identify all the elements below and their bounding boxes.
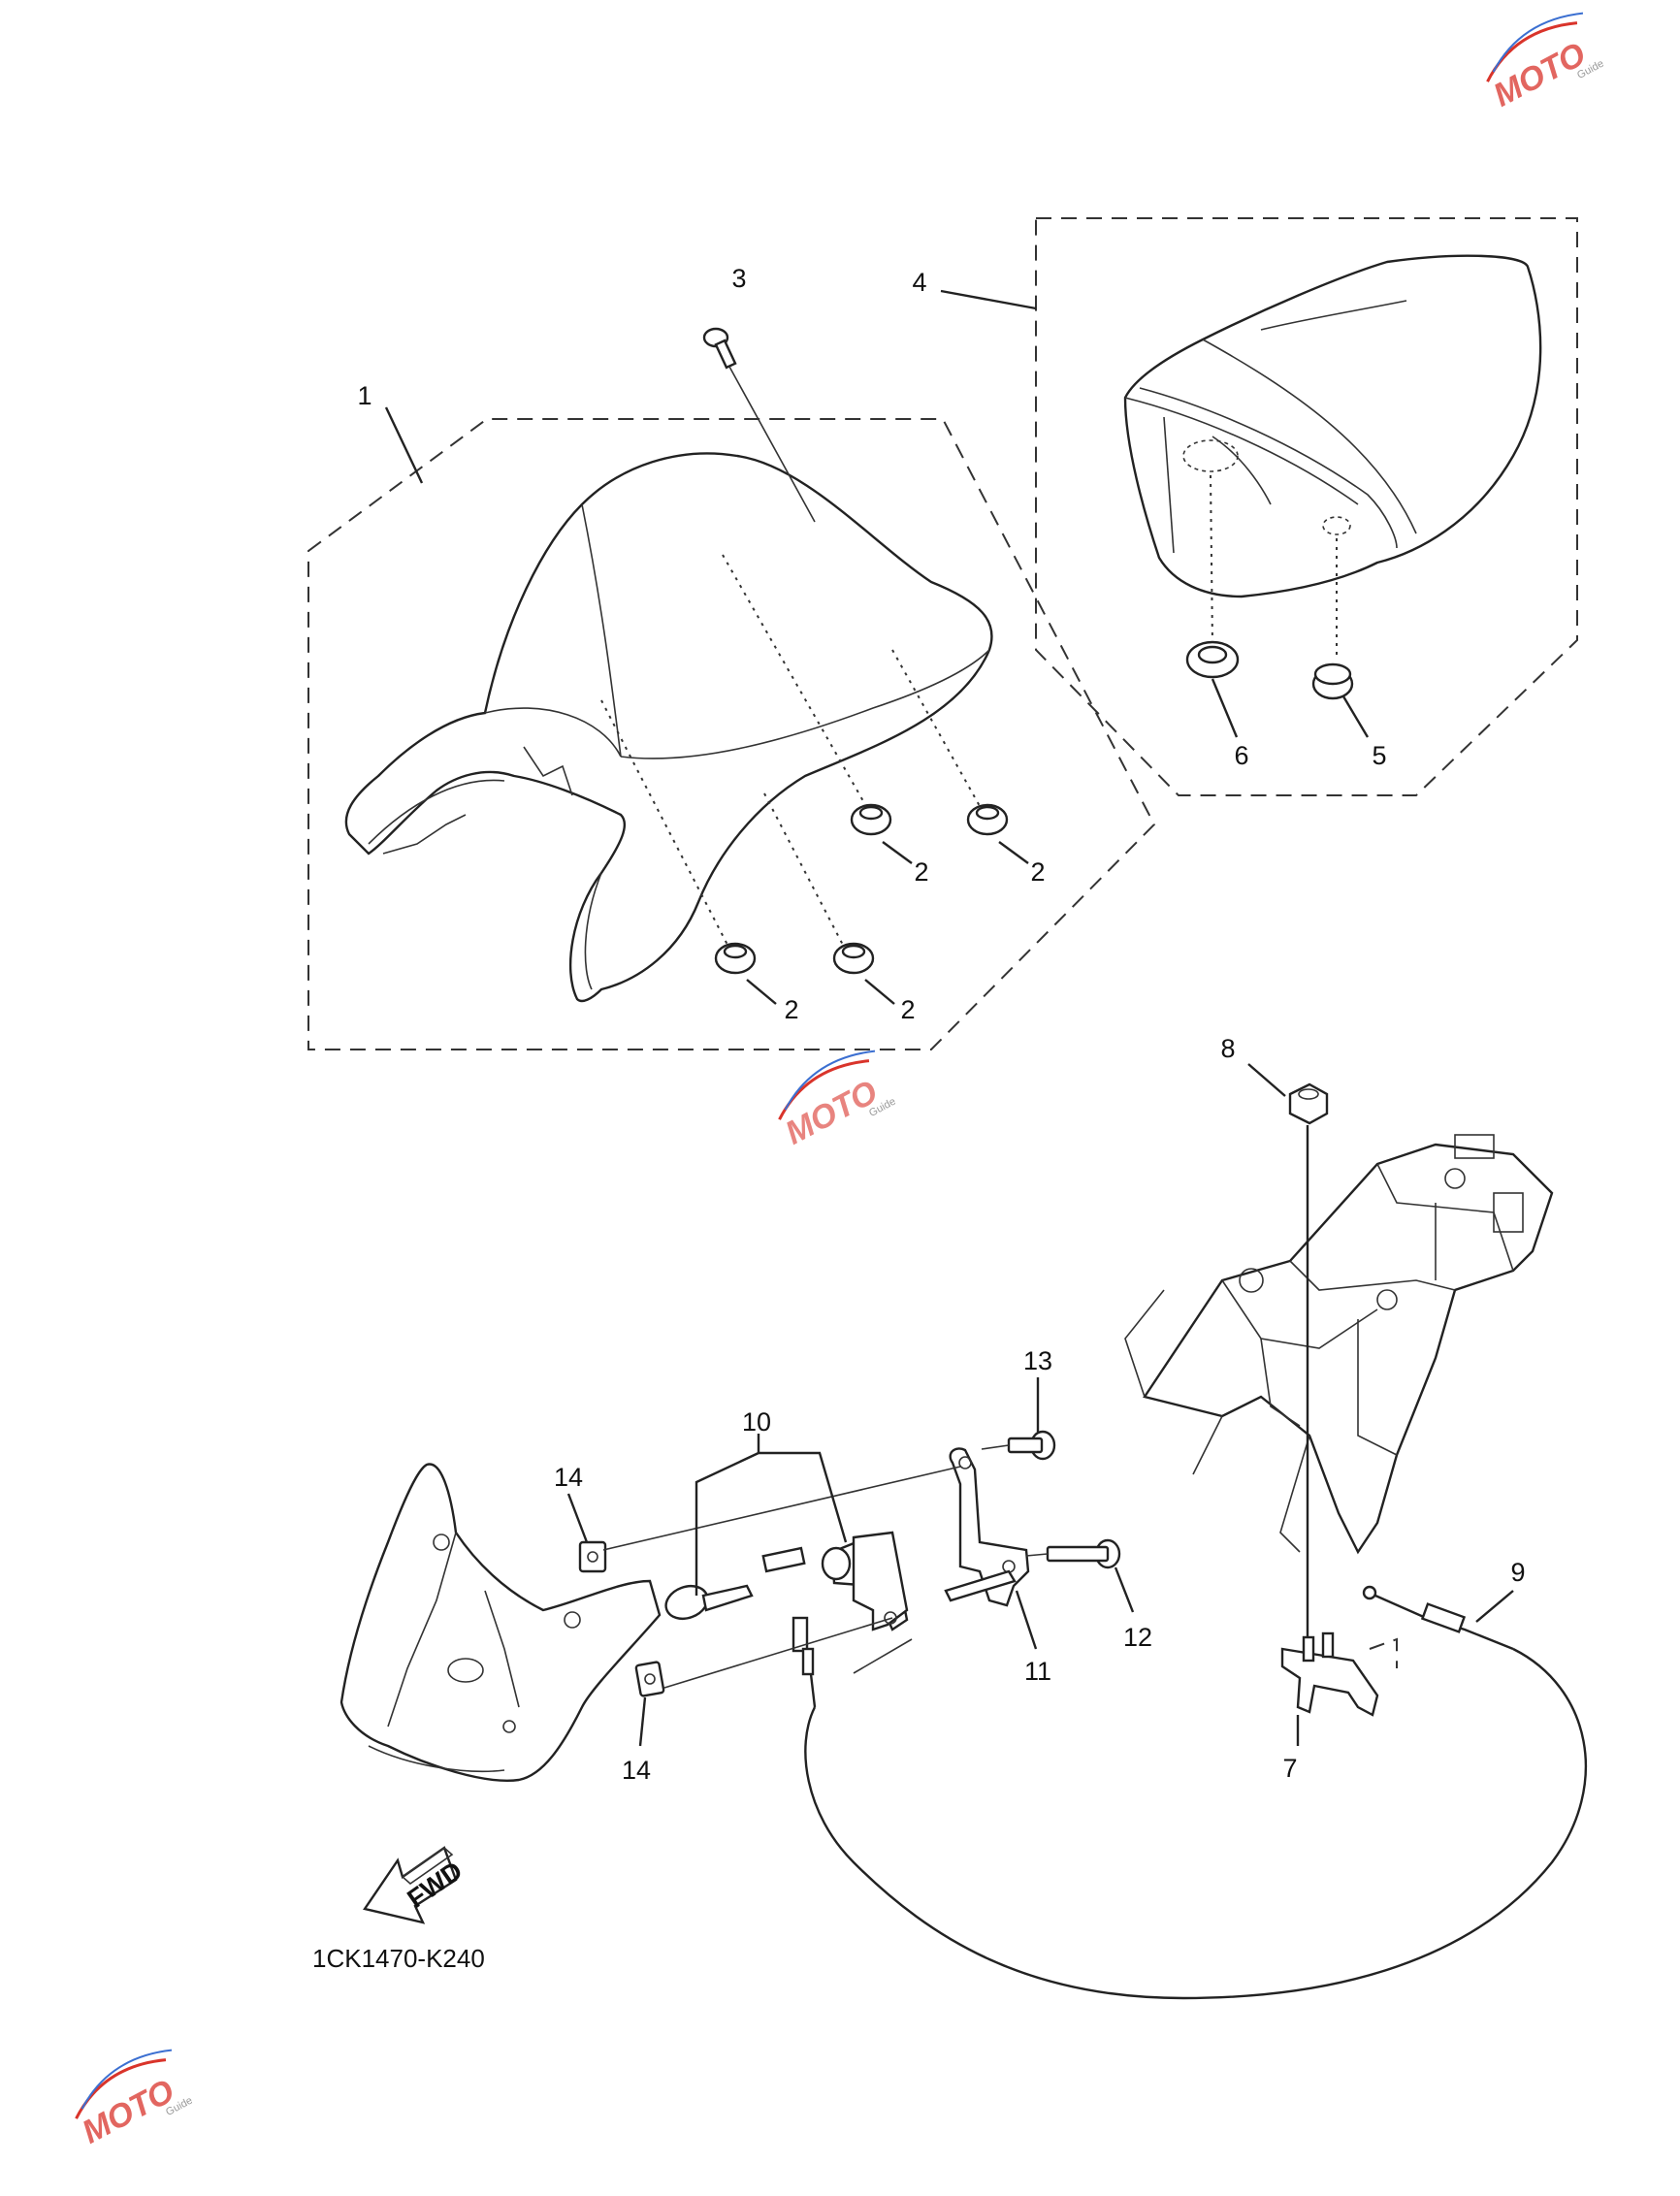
fwd-arrow-icon: FWD	[363, 1846, 468, 1924]
callout-number: 2	[900, 995, 915, 1024]
fitting-line	[602, 1466, 961, 1551]
watermark-logo: MOTO Guide	[75, 2049, 195, 2151]
bracket-part-7	[1280, 1631, 1398, 1717]
bolt-part-12	[1046, 1538, 1121, 1569]
leader-line	[638, 1696, 647, 1747]
leader-line	[1015, 1590, 1038, 1650]
damper-part-5	[1311, 662, 1354, 700]
passenger-seat	[1123, 254, 1542, 598]
cable-end	[792, 1616, 817, 1708]
callout-number: 9	[1510, 1558, 1525, 1587]
callout-number: 14	[622, 1756, 651, 1785]
key-part-10	[664, 1584, 754, 1621]
passenger-seat-boundary	[1035, 217, 1578, 796]
svg-text:MOTO: MOTO	[780, 1074, 884, 1152]
leader-line	[695, 1451, 848, 1596]
fitting-line	[663, 1617, 893, 1689]
svg-text:MOTO: MOTO	[1488, 36, 1592, 114]
watermark-logo: MOTO Guide	[1486, 12, 1606, 114]
callout-number: 14	[554, 1463, 583, 1492]
drawing-code: 1CK1470-K240	[312, 1944, 485, 1973]
seat-cover-panel	[339, 1463, 662, 1782]
lock-bracket	[852, 1531, 909, 1631]
fitting-line	[600, 699, 730, 950]
leader-line	[882, 841, 913, 864]
nut-part-8	[1288, 1082, 1329, 1125]
fitting-line	[1025, 1553, 1049, 1557]
leader-line	[746, 979, 777, 1005]
callout-number: 11	[1024, 1657, 1051, 1686]
damper-part-6	[1185, 640, 1240, 679]
damper-part-2	[714, 942, 757, 975]
clip-part-14	[578, 1540, 607, 1573]
seat-assembly-boundary	[307, 418, 1156, 1050]
leader-line	[940, 289, 1037, 310]
callout-number: 8	[1220, 1034, 1235, 1063]
callout-number: 10	[742, 1407, 771, 1437]
callout-number: 12	[1123, 1623, 1152, 1652]
fitting-line	[981, 1444, 1010, 1450]
callout-number: 1	[357, 381, 372, 410]
callout-number: 2	[784, 995, 798, 1024]
callout-number: 5	[1372, 741, 1386, 770]
callout-number: 2	[1030, 857, 1045, 887]
leader-line	[1114, 1566, 1135, 1613]
callout-number: 4	[912, 268, 926, 297]
damper-part-2	[850, 803, 892, 836]
fitting-line	[853, 1638, 913, 1674]
leader-line	[1475, 1590, 1514, 1623]
leader-line	[864, 979, 895, 1005]
fitting-line	[722, 554, 872, 816]
svg-text:MOTO: MOTO	[77, 2073, 180, 2151]
clip-part-14	[634, 1661, 665, 1697]
rear-frame	[1124, 1134, 1554, 1555]
fitting-line	[728, 366, 816, 523]
rider-seat	[344, 452, 993, 1003]
callout-number: 13	[1023, 1346, 1052, 1375]
leader-line	[1341, 695, 1370, 738]
callout-number: 7	[1282, 1754, 1297, 1783]
fitting-line	[763, 792, 847, 952]
fitting-line	[1210, 474, 1213, 646]
damper-part-2	[966, 803, 1009, 836]
cable-part-9	[804, 1585, 1588, 2000]
watermark-logo: MOTO Guide	[778, 1050, 898, 1152]
bolt-part-3	[702, 327, 737, 370]
callout-number: 6	[1234, 741, 1248, 770]
fitting-line	[891, 649, 985, 816]
bolt-part-13	[1007, 1430, 1056, 1461]
leader-line	[1211, 678, 1239, 738]
leader-line	[566, 1493, 589, 1543]
leader-line	[1247, 1063, 1286, 1097]
callout-number: 2	[914, 857, 928, 887]
callout-number: 3	[731, 264, 746, 293]
leader-line	[384, 406, 424, 484]
bracket-part-11	[944, 1447, 1030, 1607]
leader-line	[998, 841, 1029, 864]
damper-part-2	[832, 942, 875, 975]
